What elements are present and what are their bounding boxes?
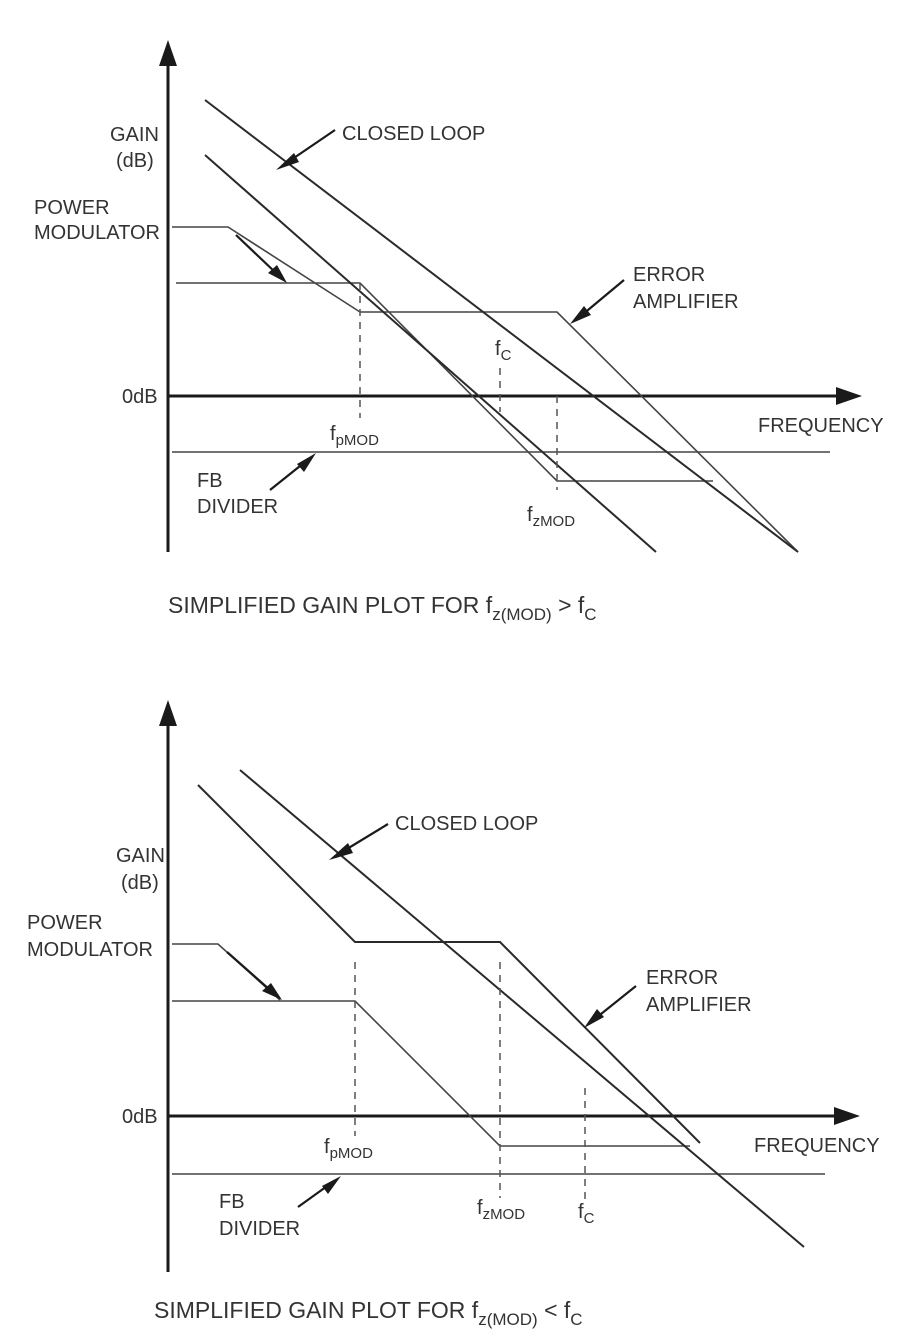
fc-label: fC — [578, 1201, 595, 1227]
gain-label: GAIN — [116, 845, 165, 867]
power-modulator-curve — [172, 1000, 690, 1147]
closed-loop-pointer-head — [329, 843, 353, 860]
closed-loop-label: CLOSED LOOP — [395, 813, 538, 835]
caption-bottom: SIMPLIFIED GAIN PLOT FOR fz(MOD) < fC — [154, 1297, 583, 1329]
gain-plot-fz-greater-than-fc: GAIN (dB) POWER MODULATOR CLOSED LOOP ER… — [34, 40, 884, 624]
caption-top: SIMPLIFIED GAIN PLOT FOR fz(MOD) > fC — [168, 592, 597, 624]
frequency-label: FREQUENCY — [754, 1135, 880, 1157]
power-modulator-pointer-head — [268, 265, 287, 283]
error-amplifier-label: ERROR — [646, 967, 718, 989]
y-axis-arrowhead — [159, 700, 177, 726]
fpmod-label: fpMOD — [330, 423, 379, 449]
fc-label: fC — [495, 338, 512, 364]
gain-unit-label: (dB) — [121, 872, 159, 894]
x-axis-arrowhead — [836, 387, 862, 405]
error-amplifier-slope — [239, 769, 805, 1248]
zero-db-label: 0dB — [122, 386, 158, 408]
fb-divider-pointer-head — [297, 453, 316, 472]
error-amplifier-pointer-head — [570, 306, 591, 324]
error-amplifier-label: ERROR — [633, 264, 705, 286]
error-amplifier-pointer — [595, 985, 637, 1019]
power-modulator-pointer-head — [262, 983, 282, 1000]
x-axis-arrowhead — [834, 1107, 860, 1125]
fpmod-label: fpMOD — [324, 1136, 373, 1162]
power-modulator-pointer — [235, 234, 277, 274]
fb-divider-label: FB — [219, 1191, 245, 1213]
fzmod-label: fzMOD — [477, 1197, 525, 1223]
y-axis-arrowhead — [159, 40, 177, 66]
frequency-label: FREQUENCY — [758, 415, 884, 437]
fb-divider-label-2: DIVIDER — [197, 496, 278, 518]
error-amplifier-pointer — [581, 279, 625, 316]
error-amplifier-label-2: AMPLIFIER — [646, 994, 752, 1016]
power-modulator-label: POWER — [27, 912, 103, 934]
power-modulator-label-2: MODULATOR — [27, 939, 153, 961]
gain-unit-label: (dB) — [116, 150, 154, 172]
fb-divider-pointer — [269, 461, 306, 491]
closed-loop-curve — [204, 99, 799, 553]
gain-label: GAIN — [110, 124, 159, 146]
power-modulator-label: POWER — [34, 197, 110, 219]
error-amplifier-label-2: AMPLIFIER — [633, 291, 739, 313]
error-amplifier-pointer-head — [584, 1009, 604, 1028]
fb-divider-label: FB — [197, 470, 223, 492]
power-modulator-pointer — [226, 951, 271, 991]
zero-db-label: 0dB — [122, 1106, 158, 1128]
gain-plot-fz-less-than-fc: GAIN (dB) POWER MODULATOR CLOSED LOOP ER… — [27, 700, 880, 1329]
open-loop-curve — [204, 154, 657, 553]
closed-loop-label: CLOSED LOOP — [342, 123, 485, 145]
power-modulator-label-2: MODULATOR — [34, 222, 160, 244]
fb-divider-pointer-head — [322, 1176, 341, 1194]
power-modulator-curve — [176, 282, 713, 482]
fb-divider-label-2: DIVIDER — [219, 1218, 300, 1240]
fzmod-label: fzMOD — [527, 504, 575, 530]
closed-loop-curve — [197, 784, 701, 1144]
closed-loop-pointer-head — [276, 153, 299, 170]
